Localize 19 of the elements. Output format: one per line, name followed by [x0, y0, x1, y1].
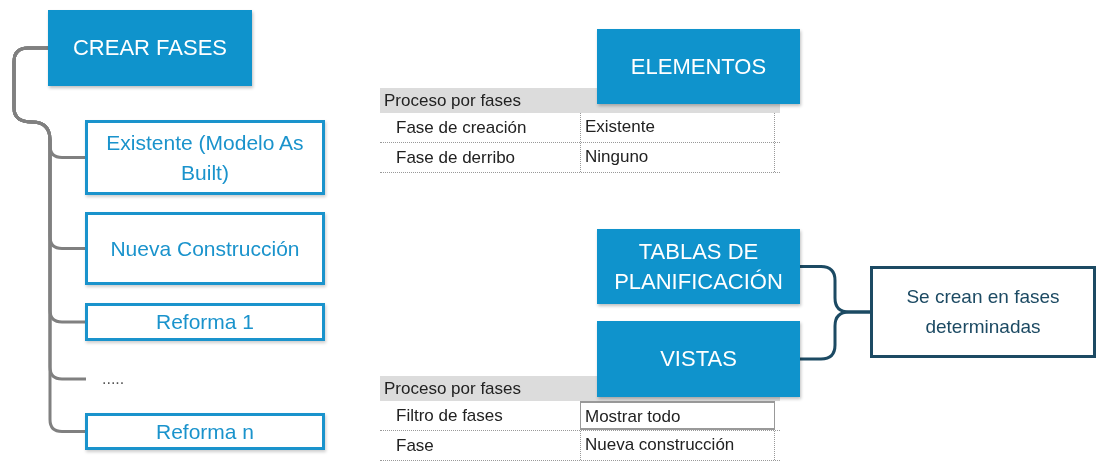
table-cell: Nueva construcción	[580, 431, 775, 460]
table-cell: Existente	[580, 113, 775, 142]
table-cell: Mostrar todo	[580, 401, 775, 430]
note-box: Se crean en fases determinadas	[870, 266, 1096, 358]
table-cell: Ninguno	[580, 143, 775, 172]
table-cell-text: Fase de creación	[395, 117, 528, 139]
phase-box: Reforma 1	[85, 303, 325, 341]
phase-box: Reforma n	[85, 413, 325, 450]
phase-box: Nueva Construcción	[85, 212, 325, 285]
topic-box: ELEMENTOS	[597, 29, 800, 104]
table-cell-text: Fase de derribo	[395, 147, 517, 169]
table-cell-text: Filtro de fases	[395, 405, 504, 427]
connector-line	[800, 310, 870, 361]
phase-box: Existente (Modelo As Built)	[85, 120, 325, 195]
topic-box: TABLAS DE PLANIFICACIÓN	[597, 229, 800, 304]
ellipsis-text: .....	[86, 366, 156, 392]
topic-box: CREAR FASES	[48, 10, 252, 86]
table-cell-text: Fase	[395, 435, 435, 457]
topic-box: VISTAS	[597, 321, 800, 397]
